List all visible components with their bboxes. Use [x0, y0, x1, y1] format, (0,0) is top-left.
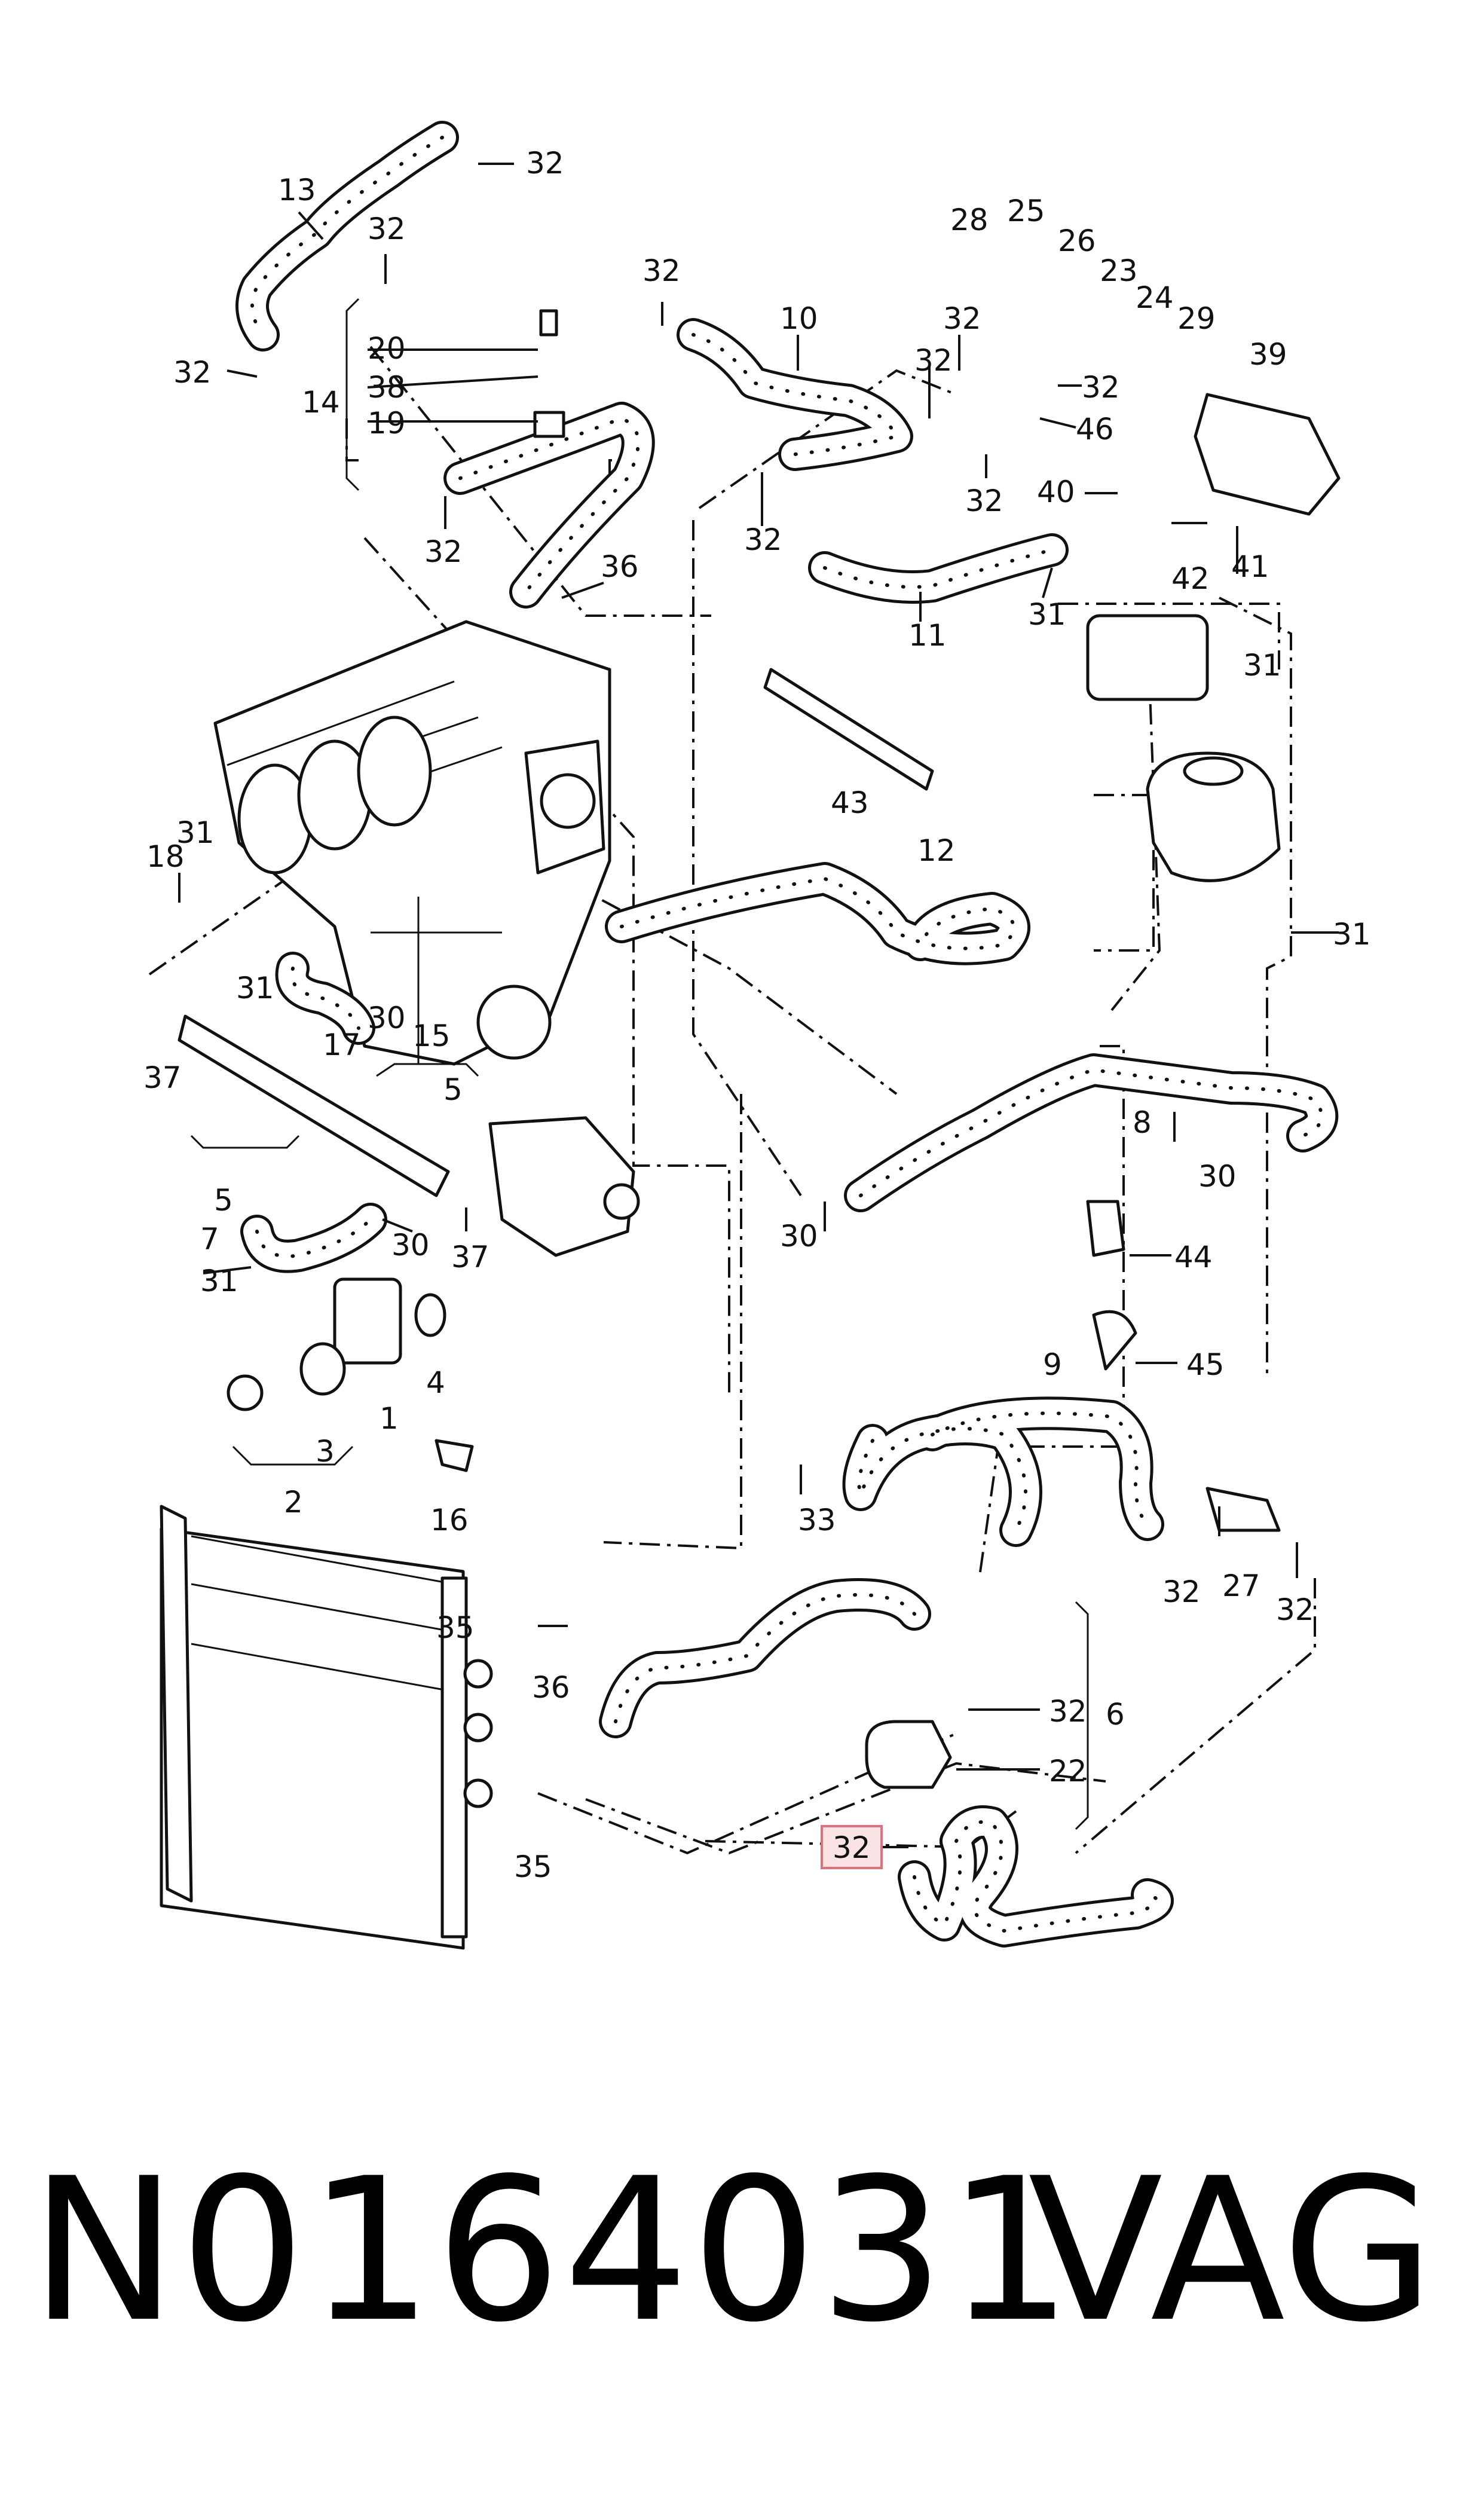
callout-33: 33 [798, 1503, 836, 1537]
callout-4: 4 [426, 1365, 445, 1400]
callout-35: 35 [436, 1610, 475, 1645]
callout-39: 39 [1249, 337, 1287, 372]
components [178, 309, 1341, 1789]
callout-30: 30 [391, 1228, 430, 1262]
callout-labels: 32 13 32 32 14 20 38 19 32 36 32 10 32 3… [143, 146, 1371, 1884]
callout-2: 2 [284, 1485, 303, 1520]
callout-36: 36 [532, 1670, 570, 1705]
callout-22: 22 [1049, 1754, 1087, 1789]
leader-lines [178, 163, 1339, 1848]
callout-25: 25 [1007, 194, 1045, 228]
callout-17: 17 [323, 1028, 361, 1062]
callout-31: 31 [1028, 597, 1066, 632]
callout-32: 32 [424, 534, 463, 569]
callout-30: 30 [1198, 1159, 1237, 1194]
engine-block [213, 620, 611, 1066]
callout-15: 15 [412, 1019, 451, 1053]
callout-5: 5 [214, 1183, 233, 1218]
callout-42: 42 [1171, 561, 1210, 596]
group-brackets [190, 298, 1089, 1830]
callout-32: 32 [526, 146, 564, 181]
callout-29: 29 [1177, 301, 1216, 336]
callout-24: 24 [1136, 280, 1174, 315]
highlight-label: 32 [833, 1830, 871, 1865]
callout-26: 26 [1058, 224, 1096, 258]
callout-37: 37 [451, 1240, 489, 1274]
callout-32: 32 [1276, 1592, 1314, 1627]
callout-31: 31 [200, 1264, 238, 1298]
callout-32: 32 [173, 355, 212, 390]
callout-18: 18 [146, 839, 185, 874]
callout-37: 37 [143, 1060, 182, 1095]
callout-35: 35 [514, 1849, 552, 1884]
callout-28: 28 [950, 203, 989, 237]
callout-16: 16 [430, 1503, 469, 1537]
callout-10: 10 [780, 301, 818, 336]
callout-31: 31 [1333, 917, 1371, 952]
callout-32: 32 [943, 301, 981, 336]
callout-5: 5 [443, 1072, 463, 1107]
callout-20: 20 [368, 331, 406, 366]
callout-32: 32 [965, 484, 1003, 518]
callout-1: 1 [380, 1401, 399, 1436]
callout-38: 38 [368, 370, 406, 405]
highlight-box [821, 1825, 883, 1869]
callout-27: 27 [1222, 1569, 1260, 1603]
callout-8: 8 [1133, 1105, 1152, 1140]
radiator [160, 1505, 493, 1950]
part-number: N0164031 [30, 2136, 1075, 2365]
callout-44: 44 [1174, 1240, 1213, 1274]
callout-9: 9 [1043, 1347, 1062, 1382]
callout-32: 32 [368, 212, 406, 246]
callout-30: 30 [368, 1001, 406, 1035]
highlighted-callout[interactable]: 32 [821, 1825, 883, 1869]
callout-11: 11 [908, 618, 947, 653]
callout-31: 31 [236, 971, 274, 1005]
callout-32: 32 [1162, 1575, 1201, 1609]
callout-31: 31 [1243, 648, 1281, 683]
callout-6: 6 [1106, 1697, 1125, 1732]
callout-30: 30 [780, 1219, 818, 1254]
callout-7: 7 [200, 1222, 219, 1257]
brand-label: VAG [1028, 2136, 1435, 2365]
callout-41: 41 [1231, 549, 1269, 584]
callout-32: 32 [642, 253, 681, 288]
callout-19: 19 [368, 406, 406, 441]
callout-32: 32 [914, 343, 953, 378]
callout-36: 36 [601, 549, 639, 584]
callout-40: 40 [1037, 475, 1075, 509]
callout-12: 12 [917, 833, 956, 868]
callout-14: 14 [302, 385, 340, 420]
callout-23: 23 [1100, 253, 1138, 288]
callout-32: 32 [1082, 370, 1120, 405]
callout-46: 46 [1076, 412, 1114, 447]
callout-31: 31 [176, 815, 215, 850]
callout-13: 13 [278, 173, 316, 207]
callout-3: 3 [316, 1434, 335, 1469]
callout-45: 45 [1186, 1347, 1225, 1382]
callout-32: 32 [1049, 1694, 1087, 1729]
callout-43: 43 [831, 785, 869, 820]
callout-32: 32 [744, 522, 782, 557]
